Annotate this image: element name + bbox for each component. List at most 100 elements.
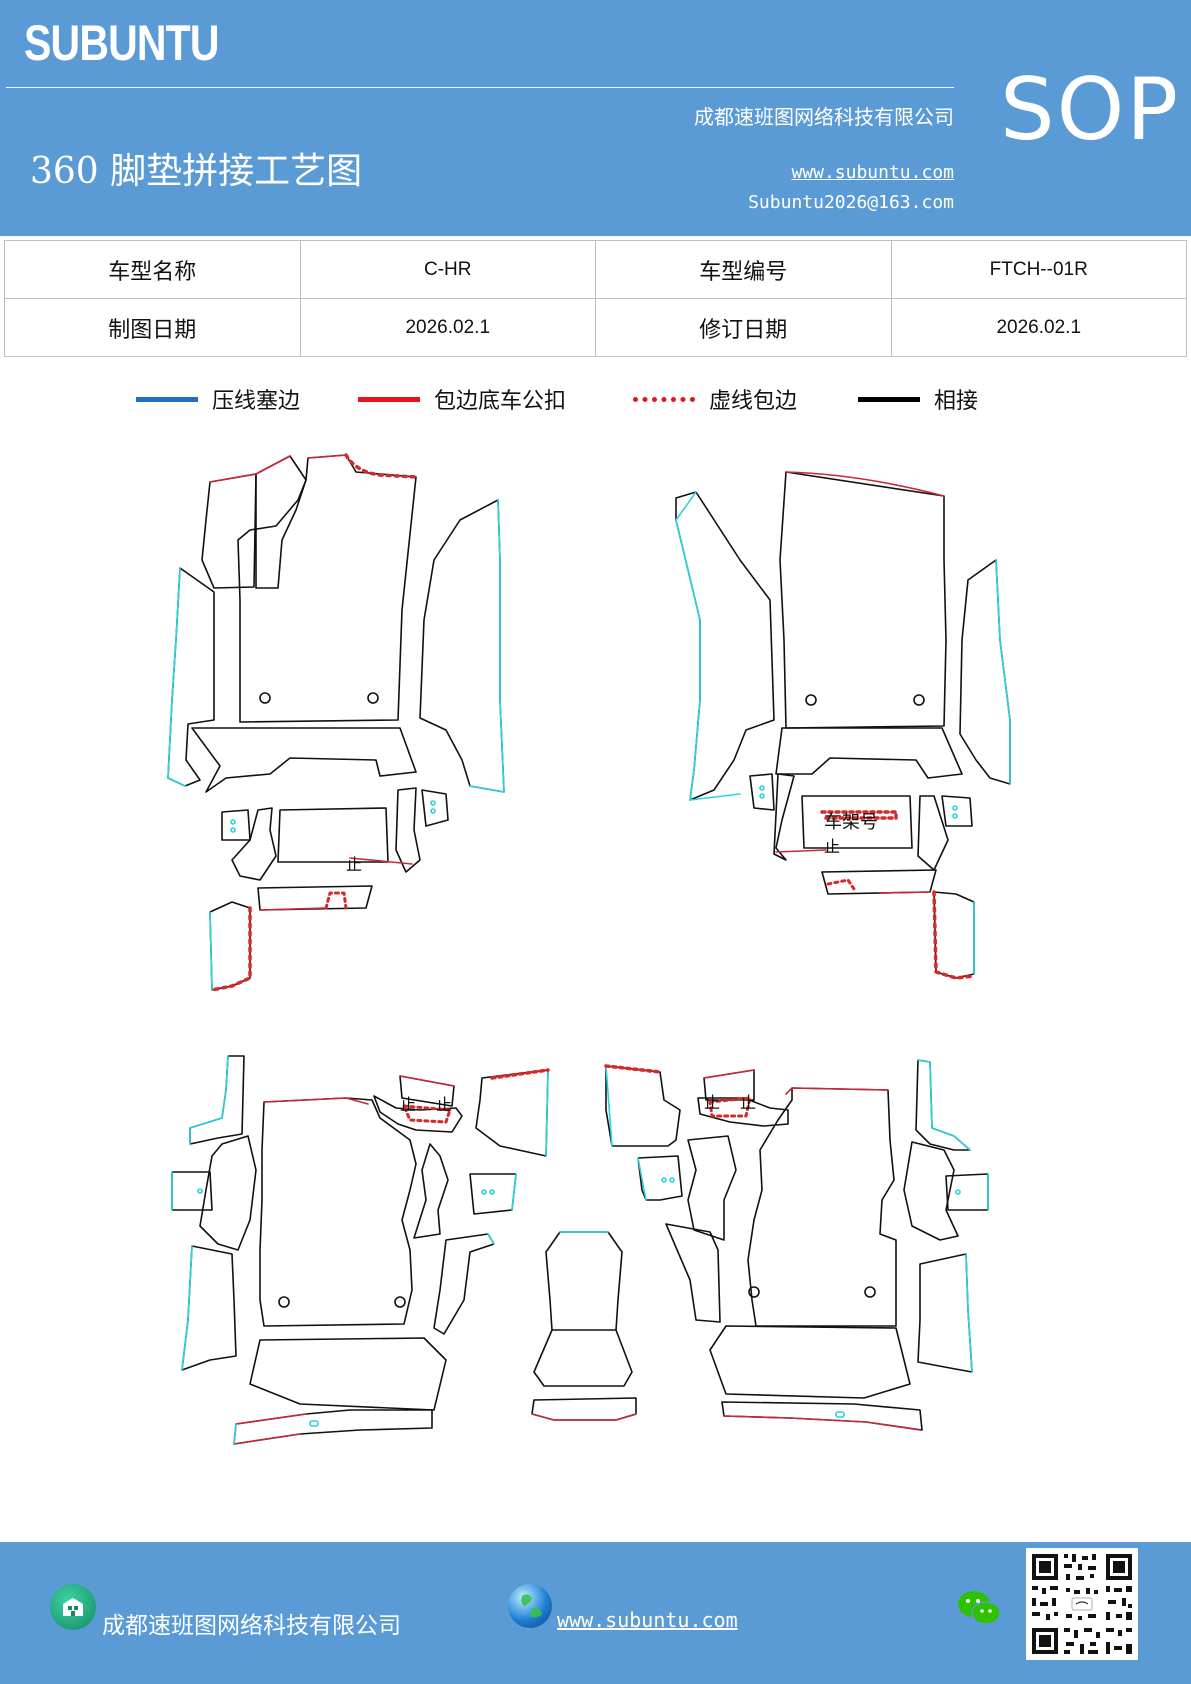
mat-piece (697, 1097, 789, 1127)
legend: 压线塞边 包边底车公扣 虚线包边 相接 (0, 383, 1191, 423)
clip-hole (864, 1286, 876, 1298)
mat-piece (917, 795, 949, 871)
mat-piece (413, 1143, 449, 1239)
legend-label: 包边底车公扣 (434, 389, 567, 414)
edge-red (263, 1097, 369, 1105)
clip-hole-cyan (759, 793, 765, 799)
mat-piece (167, 567, 215, 787)
clip-hole-cyan (230, 827, 236, 833)
edge-dotted (826, 878, 858, 894)
mat-piece (747, 1087, 897, 1327)
edge-red (233, 1413, 307, 1445)
label-stop: 止 (436, 1095, 452, 1114)
edge-cyan (469, 499, 505, 793)
edge-cyan (917, 1059, 971, 1151)
edge-dotted (708, 1096, 752, 1118)
mat-piece (779, 471, 947, 729)
edge-cyan (675, 491, 741, 801)
edge-red (785, 1087, 889, 1095)
edge-dotted (210, 906, 252, 992)
page-title: 360 脚垫拼接工艺图 (30, 151, 363, 192)
mat-piece (199, 1135, 257, 1251)
mat-group-rear-left: 止 止 (171, 1055, 550, 1445)
edge-dotted (344, 453, 418, 479)
qr-code (1026, 1548, 1138, 1660)
edge-cyan (233, 1423, 237, 1445)
value-model-code: FTCH--01R (890, 240, 1187, 299)
mat-piece (749, 773, 775, 811)
edge-dotted (932, 890, 976, 980)
mat-piece (259, 1097, 417, 1327)
clip-hole (259, 692, 271, 704)
legend-item-dotted-wrap: 虚线包边 (633, 383, 797, 415)
mat-piece (917, 1253, 973, 1373)
mat-piece (605, 1065, 681, 1147)
edge-red (775, 849, 827, 853)
sop-label: SOP (1000, 60, 1181, 160)
mat-piece (395, 787, 421, 873)
mat-piece (533, 1231, 633, 1387)
edge-red (399, 1075, 455, 1087)
legend-label: 虚线包边 (709, 389, 798, 414)
edge-cyan (487, 1233, 495, 1245)
clip-hole (394, 1296, 406, 1308)
mat-piece (221, 809, 251, 841)
mat-piece (277, 807, 389, 863)
mat-piece (191, 727, 417, 793)
edge-cyan (167, 567, 186, 787)
label-model-code: 车型编号 (595, 240, 892, 299)
mat-piece (419, 499, 505, 793)
mat-piece (801, 795, 913, 849)
footer-company: 成都速班图网络科技有限公司 (102, 1613, 401, 1639)
floor-mat-diagram: 止 车架号 止 (167, 453, 1011, 1445)
mat-piece (915, 1059, 971, 1151)
mat-piece (709, 1325, 911, 1399)
edge-red (255, 455, 291, 475)
edge-red (703, 1069, 755, 1079)
mat-piece (775, 727, 963, 779)
edge-red (307, 454, 347, 459)
mat-piece (373, 1095, 463, 1133)
clip-hole (805, 694, 817, 706)
edge-red (785, 471, 945, 497)
table-row: 制图日期 2026.02.1 修订日期 2026.02.1 (4, 298, 1187, 357)
company-icon (50, 1584, 96, 1630)
legend-swatch-red (358, 396, 420, 402)
edge-red (349, 857, 413, 865)
footer-website-link[interactable]: www.subuntu.com (557, 1608, 738, 1632)
edge-cyan (209, 911, 213, 991)
edge-red (531, 1413, 637, 1421)
edge-dotted (402, 1104, 452, 1124)
clip-hole-cyan (661, 1177, 667, 1183)
legend-swatch-blue (136, 396, 198, 402)
edge-red (879, 891, 931, 894)
clip-hole (278, 1296, 290, 1308)
legend-swatch-black (858, 396, 920, 402)
mat-piece (665, 1223, 721, 1323)
value-model-name: C-HR (299, 240, 596, 299)
edge-dotted (604, 1064, 662, 1074)
edge-cyan (545, 1069, 549, 1157)
mat-piece (209, 901, 251, 991)
mat-piece (903, 1141, 959, 1241)
header-website-link[interactable]: www.subuntu.com (791, 162, 954, 183)
edge-red (259, 907, 327, 911)
info-table: 车型名称 C-HR 车型编号 FTCH--01R 制图日期 2026.02.1 … (4, 240, 1187, 357)
table-row: 车型名称 C-HR 车型编号 FTCH--01R (4, 240, 1187, 299)
mat-piece (637, 1155, 683, 1201)
edge-red (723, 1415, 921, 1431)
edge-cyan (181, 1245, 193, 1371)
label-model-name: 车型名称 (4, 240, 301, 299)
wechat-icon[interactable] (956, 1588, 1002, 1628)
mat-group-rear-right: 止 止 (604, 1059, 989, 1431)
header-company: 成都速班图网络科技有限公司 (694, 105, 954, 129)
clip-hole-cyan (952, 813, 958, 819)
label-frame-number: 车架号 (824, 812, 878, 833)
header-divider (6, 87, 954, 88)
label-revise-date: 修订日期 (595, 298, 892, 357)
mat-piece (941, 795, 973, 827)
clip-hole-cyan (955, 1189, 961, 1195)
clip-hole (913, 694, 925, 706)
mat-piece (531, 1397, 637, 1421)
mat-group-rear-center (531, 1231, 637, 1421)
